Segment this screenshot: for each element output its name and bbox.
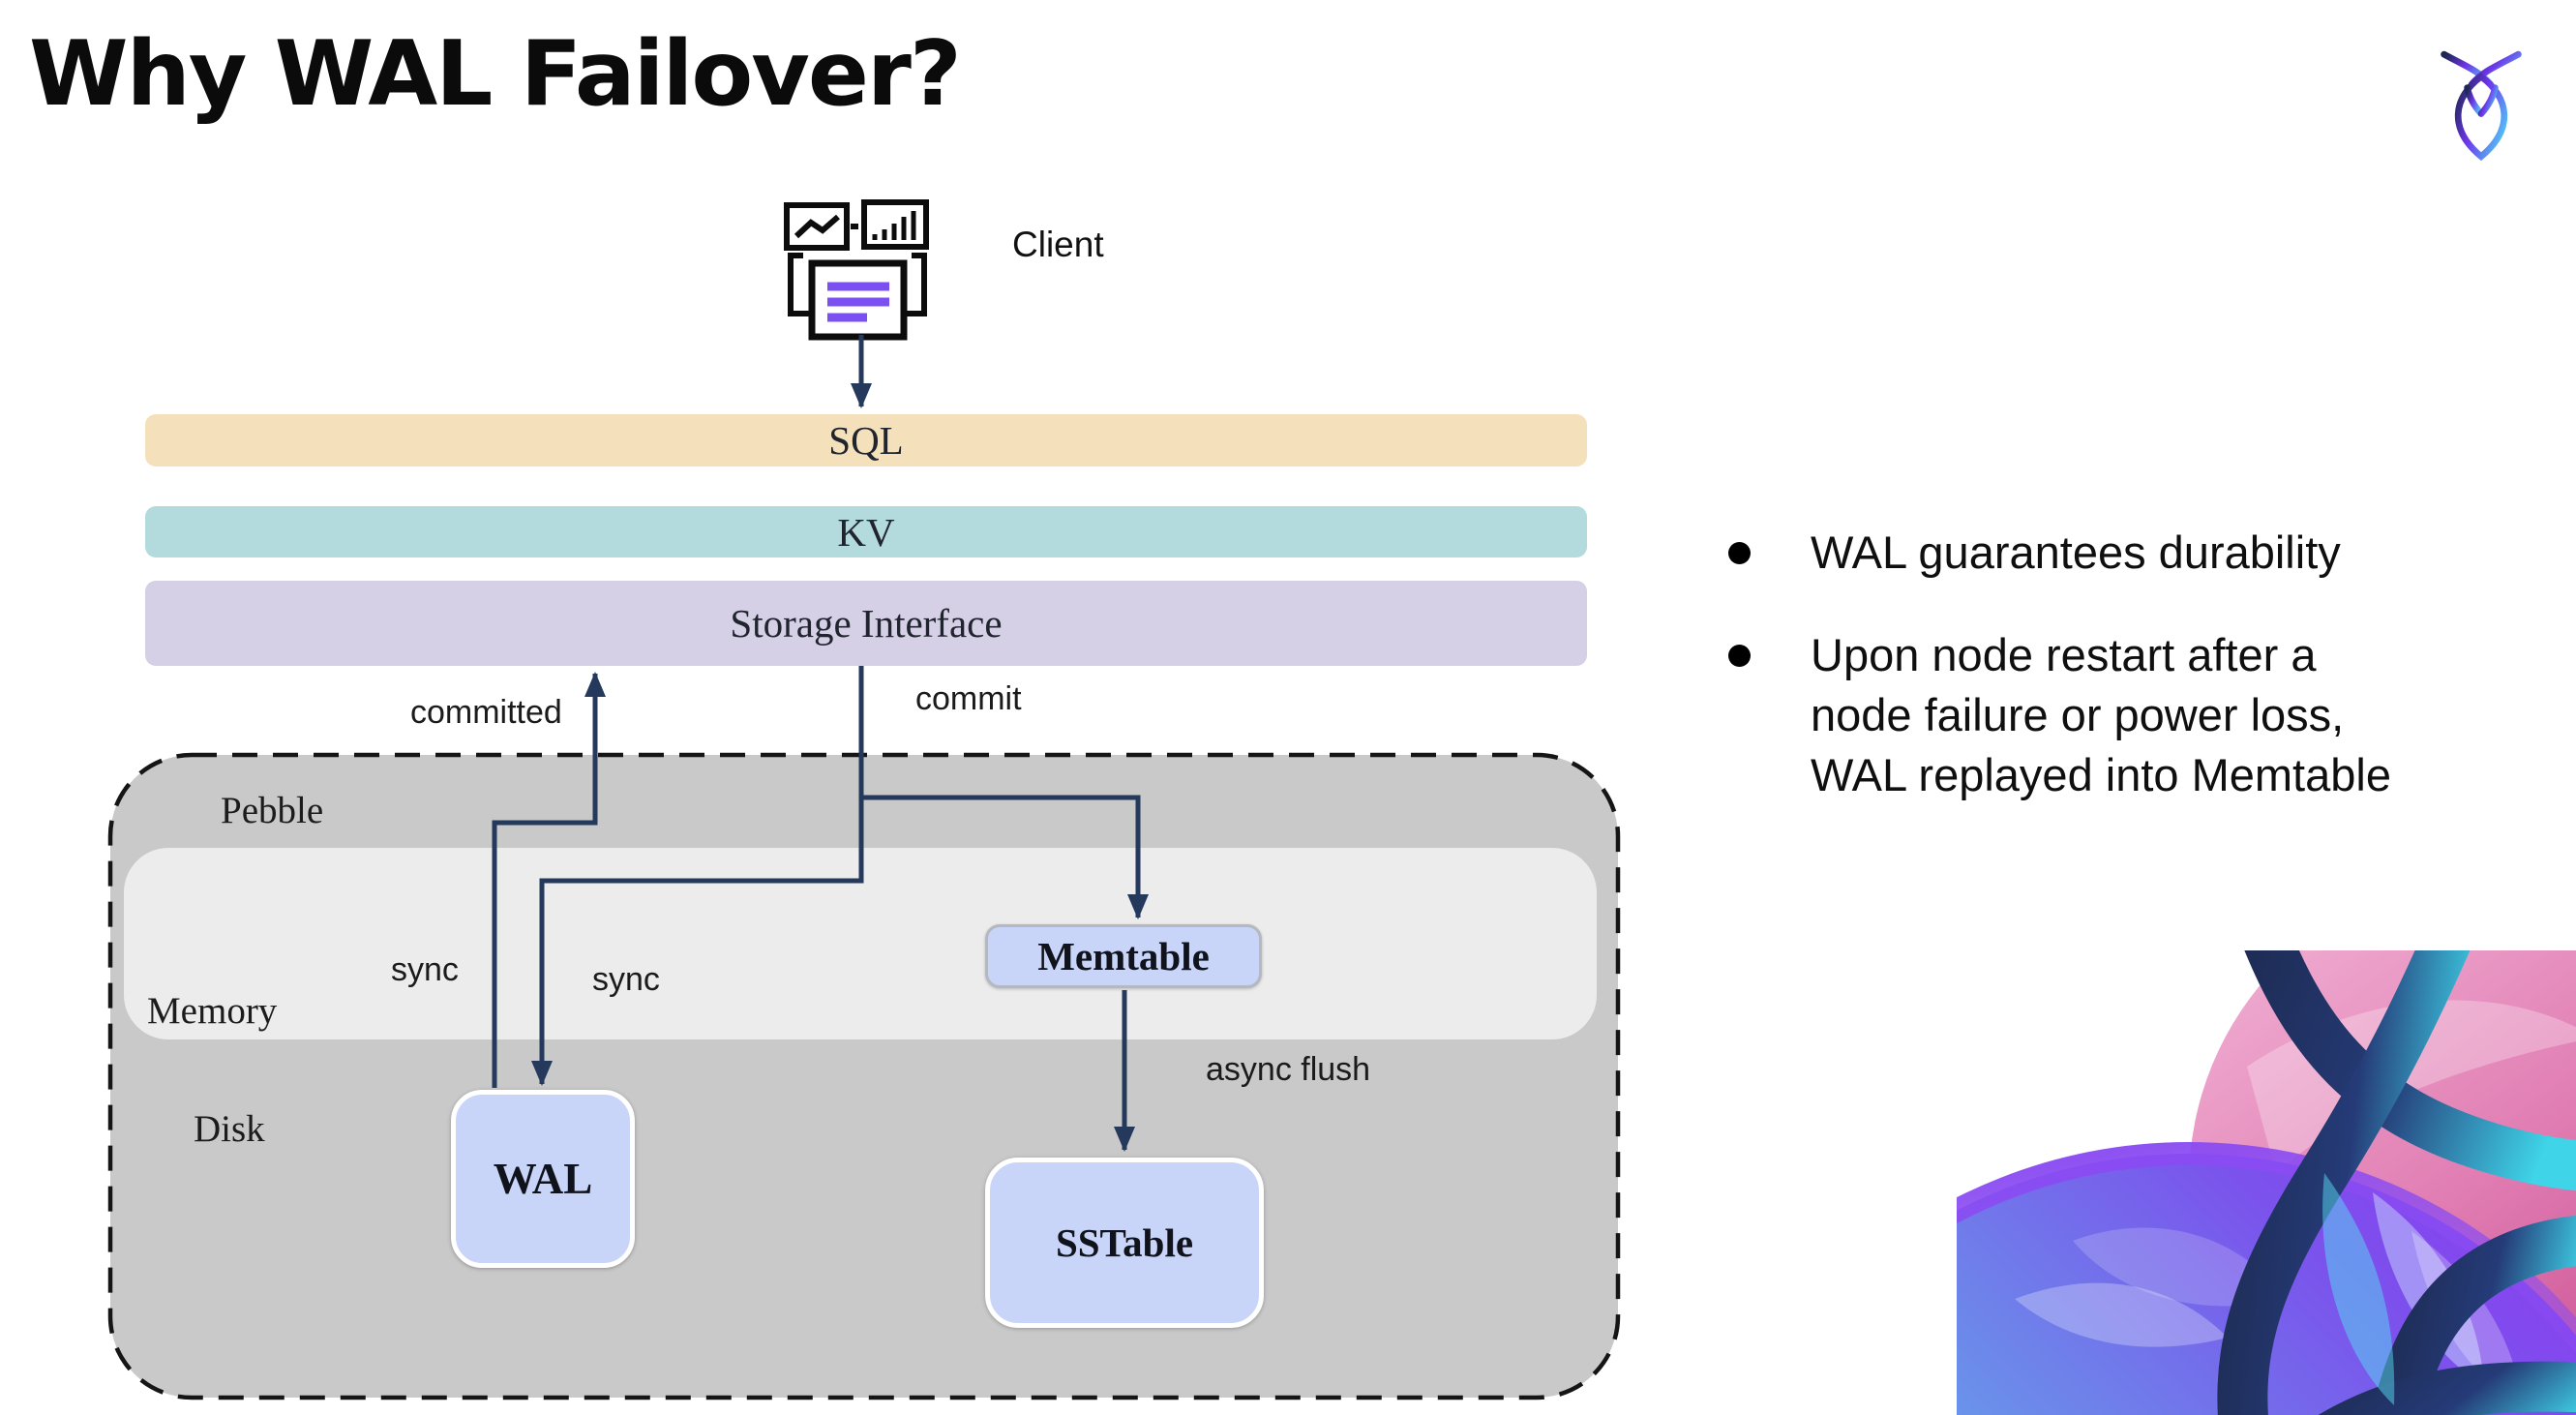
edge-label-sync-left: sync: [391, 951, 459, 988]
layer-sql-label: SQL: [828, 418, 904, 463]
brand-corner-art-icon: [1957, 950, 2576, 1415]
cockroachdb-logo-icon: [2441, 50, 2522, 161]
memtable-label: Memtable: [1037, 934, 1210, 978]
client-workstation-icon: [784, 199, 929, 341]
layer-storage-label: Storage Interface: [730, 601, 1003, 646]
edge-label-committed: committed: [410, 694, 562, 731]
memory-label: Memory: [147, 990, 278, 1032]
wal-box: WAL: [451, 1090, 635, 1268]
bullet-dot-icon: [1728, 542, 1751, 564]
layer-sql: SQL: [145, 414, 1587, 467]
layer-kv-label: KV: [837, 509, 895, 555]
sstable-box: SSTable: [985, 1158, 1264, 1328]
memory-band: [124, 848, 1597, 1039]
edge-label-commit: commit: [915, 680, 1022, 717]
pebble-label: Pebble: [221, 790, 324, 831]
bullet-dot-icon: [1728, 645, 1751, 668]
list-item: WAL guarantees durability: [1711, 523, 2543, 583]
layer-kv: KV: [145, 506, 1587, 557]
list-item: Upon node restart after a node failure o…: [1711, 625, 2543, 805]
memtable-box: Memtable: [985, 924, 1262, 988]
bullet-text: Upon node restart after a node failure o…: [1811, 629, 2391, 801]
edge-label-async-flush: async flush: [1206, 1051, 1371, 1088]
bullet-text: WAL guarantees durability: [1811, 527, 2341, 578]
disk-label: Disk: [194, 1108, 265, 1150]
layer-storage-interface: Storage Interface: [145, 581, 1587, 666]
sstable-label: SSTable: [1055, 1220, 1194, 1265]
wal-label: WAL: [493, 1155, 593, 1203]
page-title: Why WAL Failover?: [29, 21, 962, 126]
edge-label-sync-right: sync: [592, 961, 660, 998]
client-label: Client: [1012, 225, 1104, 264]
bullet-list: WAL guarantees durability Upon node rest…: [1711, 523, 2543, 805]
